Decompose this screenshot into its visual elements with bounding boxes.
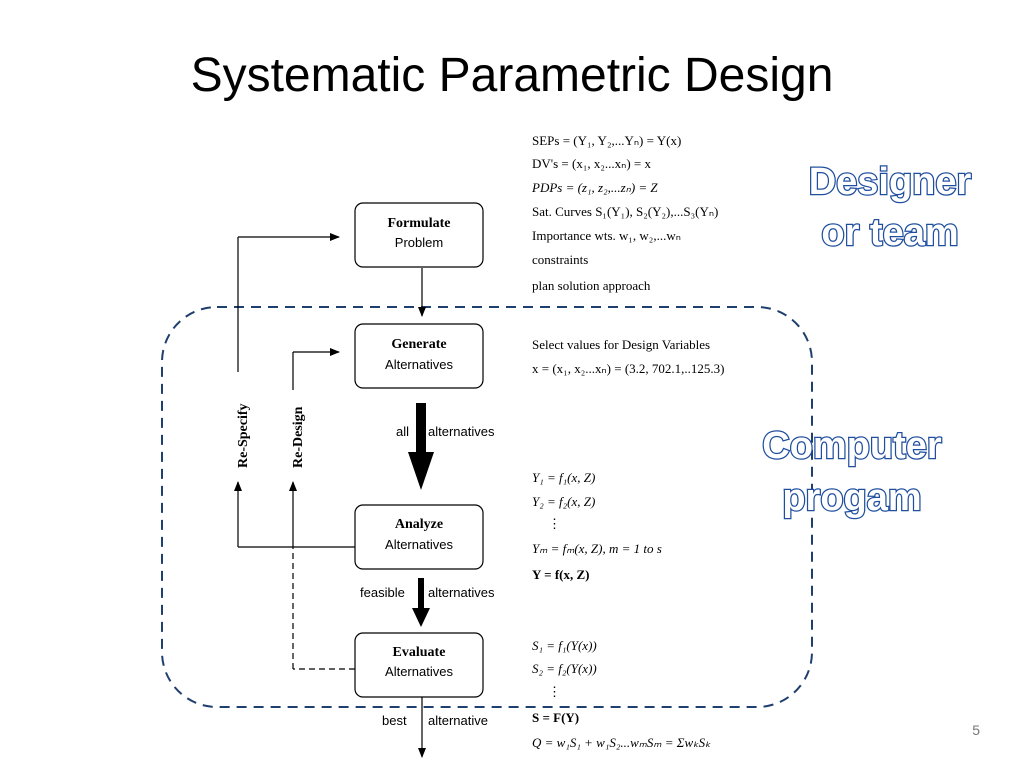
step-evaluate: Evaluate Alternatives — [354, 632, 484, 698]
computer-region-border — [161, 306, 813, 708]
step-analyze: Analyze Alternatives — [354, 504, 484, 570]
note-line: Importance wts. w₁, w₂,...wₙ — [532, 228, 681, 243]
arrow-analyze-to-evaluate — [412, 578, 430, 627]
arrow-generate-to-analyze — [408, 403, 434, 490]
callout-designer-line1: Designer — [809, 161, 972, 203]
redesign-label: Re-Design — [291, 406, 306, 468]
note-line: constraints — [532, 252, 588, 267]
note-line: SEPs = (Y₁, Y₂,...Yₙ) = Y(x) — [532, 133, 681, 148]
callout-computer-line2: progam — [782, 477, 921, 519]
step-formulate: Formulate Problem — [354, 202, 484, 268]
respecify-label: Re-Specify — [236, 403, 251, 468]
formulate-notes: SEPs = (Y₁, Y₂,...Yₙ) = Y(x) DV's = (x₁,… — [531, 133, 718, 293]
note-line: Y₁ = f₁(x, Z) — [532, 470, 595, 485]
step-subtitle: Alternatives — [385, 537, 453, 552]
step-subtitle: Problem — [395, 235, 443, 250]
step-title: Formulate — [388, 216, 451, 231]
callout-computer-line1: Computer — [762, 425, 942, 467]
flow-label-alternatives: alternatives — [428, 424, 495, 439]
note-line: Y = f(x, Z) — [532, 567, 589, 582]
flow-label-best: best — [382, 713, 407, 728]
respecify-loop — [234, 233, 355, 548]
note-line: x = (x₁, x₂...xₙ) = (3.2, 702.1,..125.3) — [532, 361, 724, 376]
note-line: DV's = (x₁, x₂...xₙ) = x — [532, 156, 651, 171]
analyze-notes: Y₁ = f₁(x, Z) Y₂ = f₂(x, Z) ⋮ Yₘ = fₘ(x,… — [532, 470, 662, 582]
flow-label-alternatives: alternatives — [428, 585, 495, 600]
step-title: Analyze — [395, 517, 443, 532]
step-generate: Generate Alternatives — [354, 323, 484, 389]
flow-label-feasible: feasible — [360, 585, 405, 600]
note-line: S = F(Y) — [532, 710, 579, 725]
note-line: PDPs = (z₁, z₂,...zₙ) = Z — [531, 180, 658, 195]
note-line: Q = w₁S₁ + w₁S₂...wₘSₘ = ΣwₖSₖ — [532, 735, 711, 750]
note-line: Y₂ = f₂(x, Z) — [532, 494, 595, 509]
note-line: S₁ = f₁(Y(x)) — [532, 638, 597, 653]
generate-notes: Select values for Design Variables x = (… — [532, 337, 724, 376]
step-title: Evaluate — [393, 645, 446, 660]
step-subtitle: Alternatives — [385, 664, 453, 679]
slide-title: Systematic Parametric Design — [190, 49, 834, 102]
note-line: ⋮ — [548, 516, 561, 531]
page-number: 5 — [972, 722, 980, 738]
note-line: plan solution approach — [532, 278, 651, 293]
note-line: Yₘ = fₘ(x, Z), m = 1 to s — [532, 541, 662, 556]
step-title: Generate — [391, 337, 446, 352]
step-subtitle: Alternatives — [385, 357, 453, 372]
flow-label-all: all — [396, 424, 409, 439]
note-line: S₂ = f₂(Y(x)) — [532, 661, 597, 676]
note-line: Select values for Design Variables — [532, 337, 710, 352]
callout-designer-line2: or team — [821, 212, 958, 254]
note-line: Sat. Curves S₁(Y₁), S₂(Y₂),...S₃(Yₙ) — [532, 204, 718, 219]
note-line: ⋮ — [548, 684, 561, 699]
redesign-loop — [289, 348, 355, 670]
evaluate-notes: S₁ = f₁(Y(x)) S₂ = f₂(Y(x)) ⋮ S = F(Y) Q… — [532, 638, 711, 750]
flow-label-alternative: alternative — [428, 713, 488, 728]
